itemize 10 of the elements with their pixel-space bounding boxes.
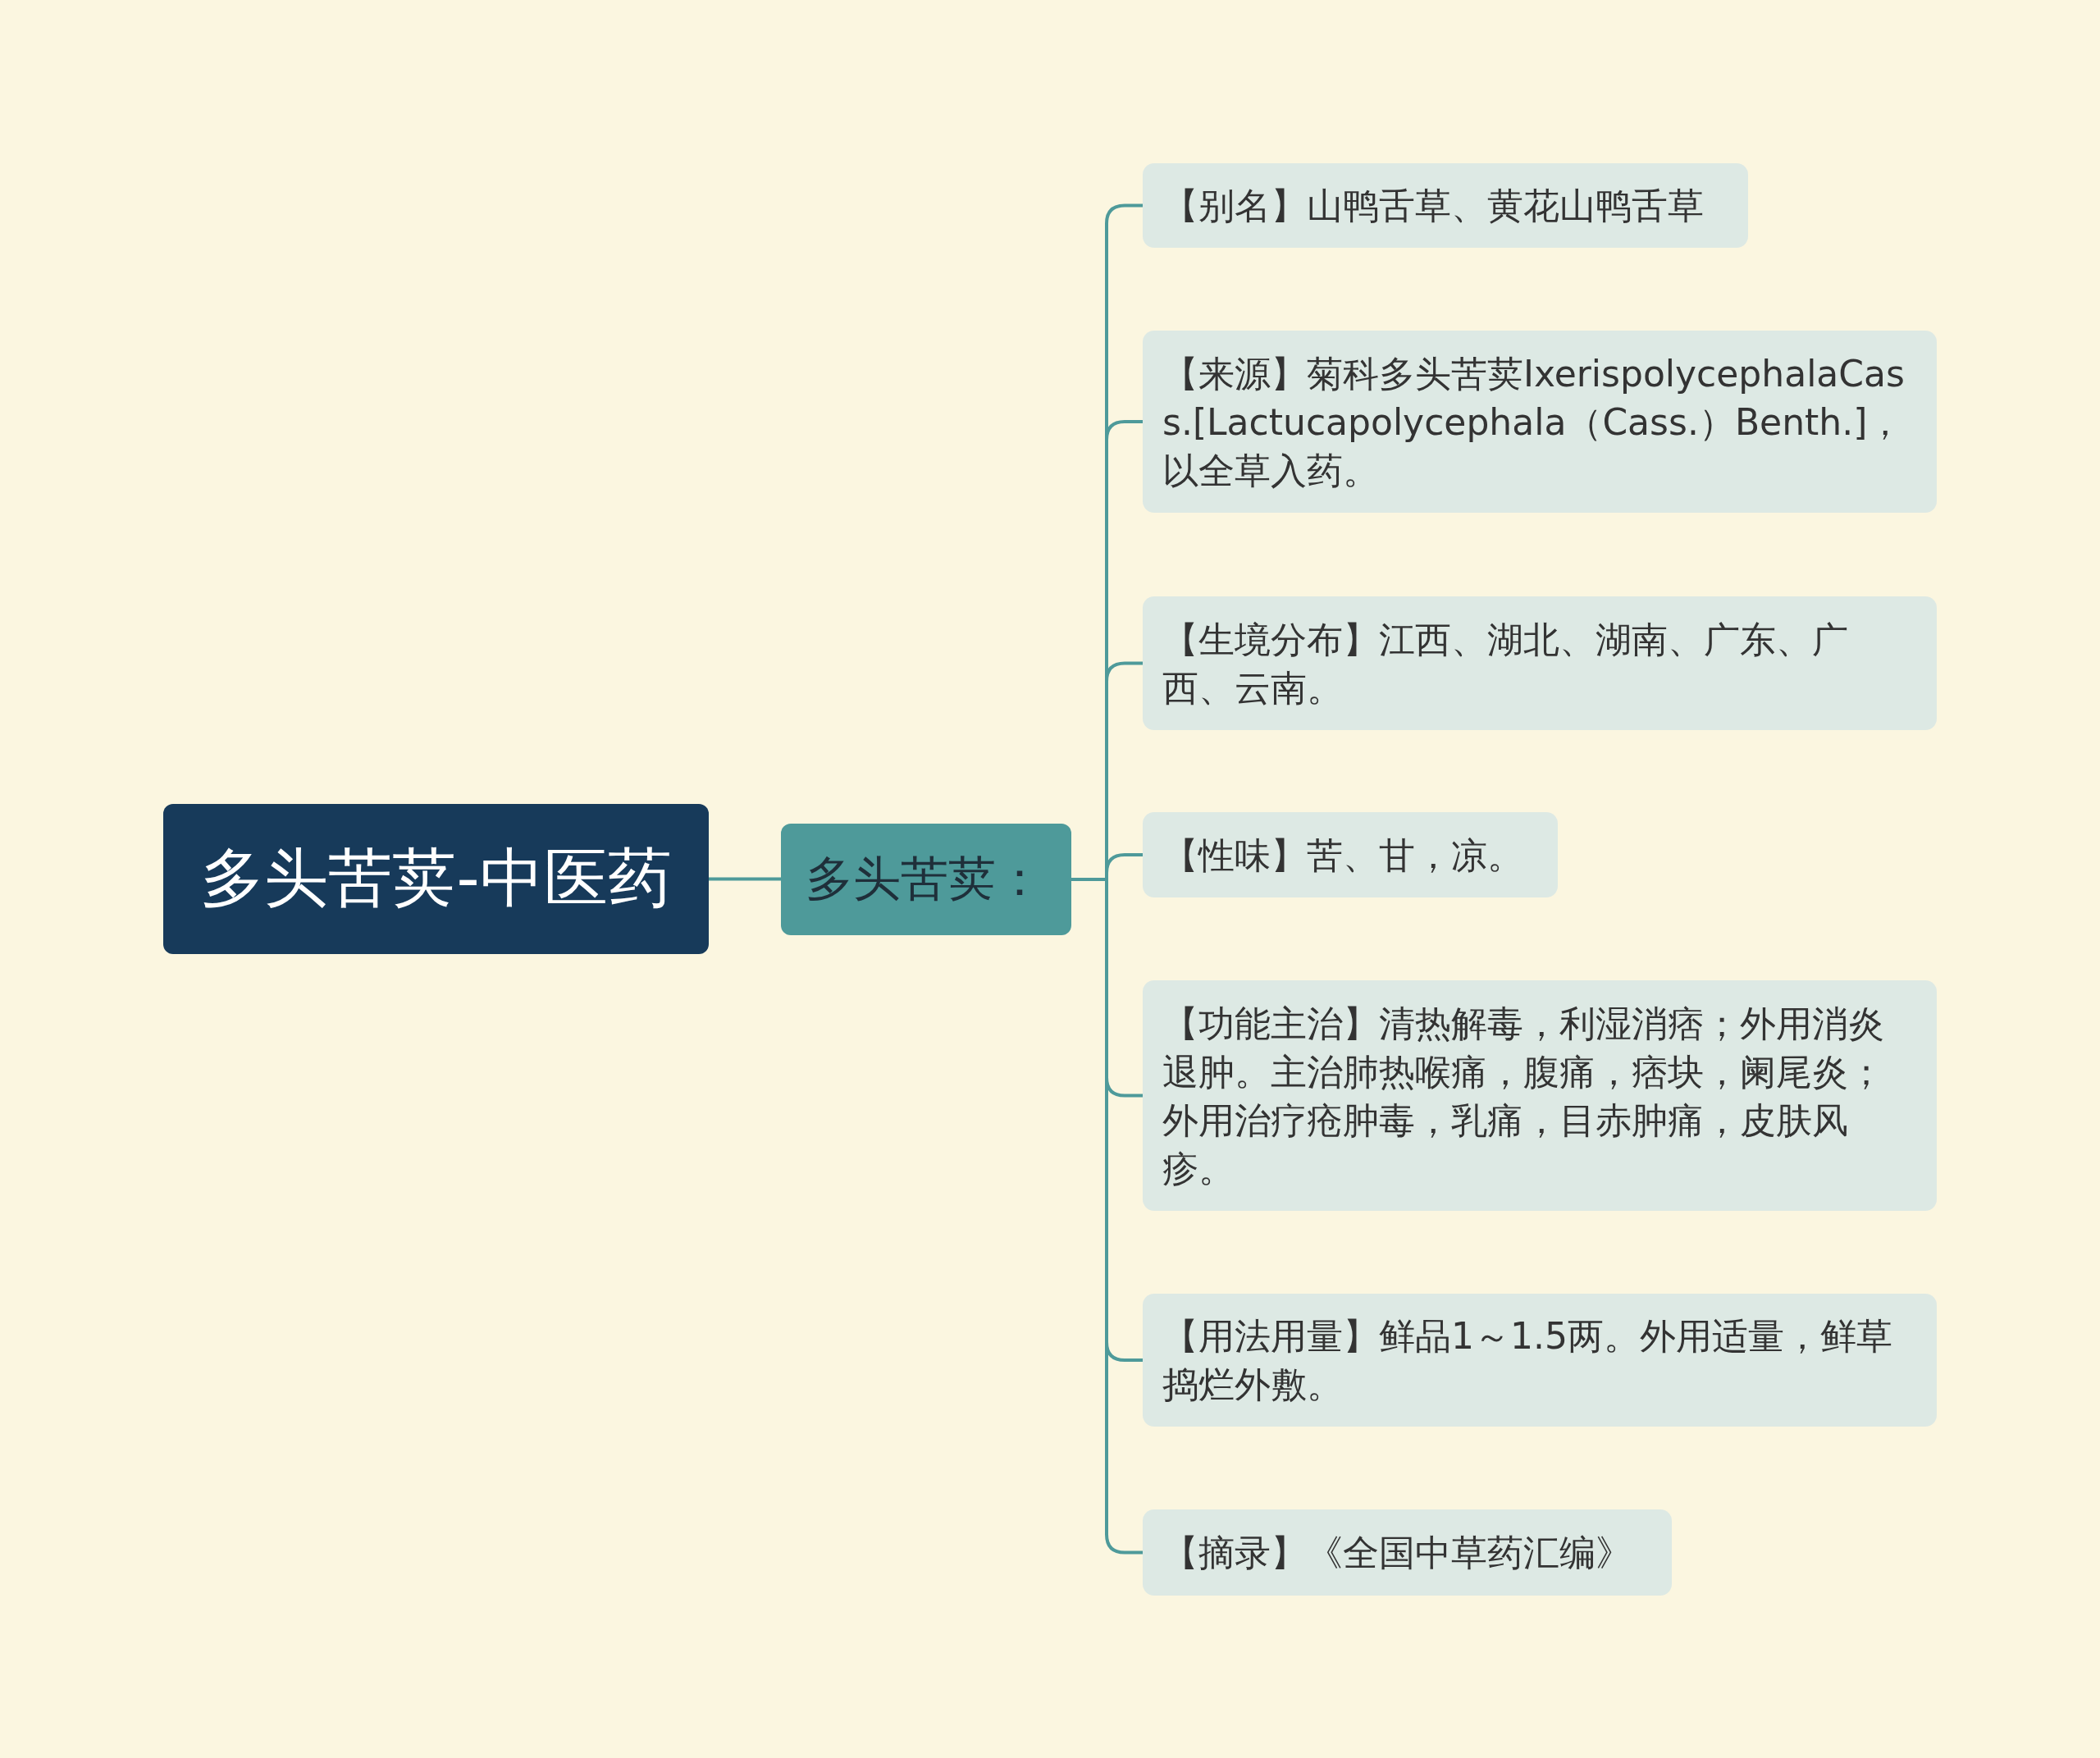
leaf-box: 【来源】菊科多头苦荬IxerispolycephalaCass.[Lactucapolycephala（Cass.）Benth.]，以全草入药。 xyxy=(1143,331,1937,513)
leaf-box: 【功能主治】清热解毒，利湿消痞；外用消炎退肿。主治肺热喉痛，腹痛，痞块，阑尾炎；外用治疗疮肿毒，乳痛，目赤肿痛，皮肤风疹。 xyxy=(1143,980,1937,1211)
leaf-box: 【别名】山鸭舌草、黄花山鸭舌草 xyxy=(1143,163,1748,248)
leaf-box: 【性味】苦、甘，凉。 xyxy=(1143,812,1558,897)
topic-box: 多头苦荬： xyxy=(781,824,1071,935)
leaf-box: 【摘录】《全国中草药汇编》 xyxy=(1143,1509,1672,1596)
leaf-box: 【用法用量】鲜品1～1.5两。外用适量，鲜草捣烂外敷。 xyxy=(1143,1294,1937,1427)
root-box: 多头苦荬-中医药 xyxy=(163,804,709,954)
leaf-box: 【生境分布】江西、湖北、湖南、广东、广西、云南。 xyxy=(1143,596,1937,730)
connector-line xyxy=(709,877,781,881)
